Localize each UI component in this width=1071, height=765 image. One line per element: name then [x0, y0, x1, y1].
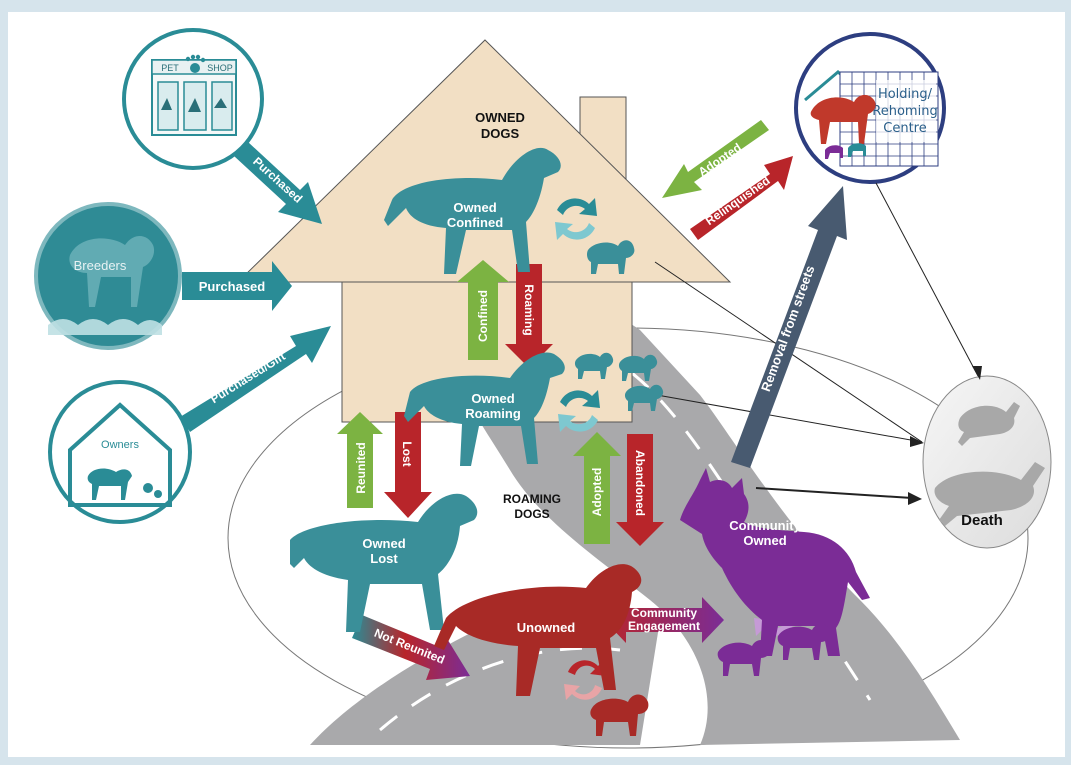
roaming-puppies	[574, 352, 664, 411]
cycle-icon-roaming	[558, 390, 600, 432]
owners-dog-icon	[87, 468, 132, 500]
unowned-dog: Unowned	[434, 564, 642, 696]
arrow-roaming-label: Roaming	[522, 284, 536, 335]
breeders-label: Breeders	[74, 258, 127, 273]
line-arrowhead-2	[972, 366, 982, 380]
breeder-dog-silhouette	[69, 236, 155, 307]
owned-lost-label-line2: Lost	[370, 551, 398, 566]
arrow-roaming: Roaming	[505, 264, 553, 368]
owned-roaming-dog: Owned Roaming	[404, 352, 565, 466]
puppy-confined	[587, 240, 635, 274]
arrow-reunited: Reunited	[337, 412, 383, 508]
community-owned-label-line2: Owned	[743, 533, 786, 548]
arrow-reunited-label: Reunited	[354, 442, 368, 493]
arrow-purchased-breeders-label: Purchased	[199, 279, 266, 294]
owners-source: Owners	[48, 380, 192, 524]
cycle-icon-confined	[555, 198, 597, 240]
shop-sign-right: SHOP	[207, 63, 233, 73]
owners-house-outline	[68, 402, 172, 507]
paw-icon	[185, 54, 206, 73]
owned-confined-label-line1: Owned	[453, 200, 496, 215]
line-arrowhead	[910, 436, 924, 447]
arrow-confined: Confined	[457, 260, 509, 360]
death-node: Death	[922, 375, 1052, 549]
holding-red-dog-icon	[810, 94, 876, 144]
arrow-adopted-roaming-label: Adopted	[590, 468, 604, 517]
cycle-icon-unowned	[564, 660, 606, 700]
owned-confined-dog: Owned Confined	[384, 147, 561, 274]
arrow-community-label-line2: Engagement	[628, 619, 700, 633]
community-owned-dog: Community Owned	[680, 468, 870, 656]
shop-sign-left: PET	[161, 63, 179, 73]
death-label: Death	[961, 512, 1003, 529]
owned-lost-label-line1: Owned	[362, 536, 405, 551]
community-owned-label-line1: Community	[729, 518, 801, 533]
house-title-line1: OWNED	[475, 110, 525, 125]
arrow-purchased-breeders: Purchased	[182, 261, 292, 311]
holding-centre: Holding/ Rehoming Centre	[794, 32, 946, 184]
dead-dog-icon-2	[934, 462, 1045, 526]
unowned-puppy	[590, 694, 649, 736]
arrow-lost-label: Lost	[400, 441, 414, 466]
roaming-title-line1: ROAMING	[503, 492, 561, 506]
holding-label-line3: Centre	[883, 121, 926, 136]
arrow-confined-label: Confined	[476, 290, 490, 342]
owned-lost-dog: Owned Lost	[290, 493, 478, 632]
unowned-label: Unowned	[517, 620, 576, 635]
arrow-lost: Lost	[384, 412, 432, 518]
holding-label-line2: Rehoming	[872, 104, 937, 119]
arrow-adopted-roaming: Adopted	[573, 432, 621, 544]
owned-confined-label-line2: Confined	[447, 215, 503, 230]
arrow-community-label-line1: Community	[631, 606, 697, 620]
owned-roaming-label-line2: Roaming	[465, 406, 521, 421]
arrow-abandoned-label: Abandoned	[633, 450, 647, 516]
breeders-source: Breeders	[34, 202, 182, 350]
community-puppies	[717, 624, 831, 676]
owners-label: Owners	[101, 439, 139, 451]
arrow-abandoned: Abandoned	[616, 434, 664, 546]
community-to-death-line	[755, 487, 922, 505]
roaming-title-line2: DOGS	[514, 507, 549, 521]
pet-shop-source: PET SHOP	[122, 28, 264, 170]
arrow-community-engagement: Community Engagement	[604, 597, 724, 643]
owned-roaming-label-line1: Owned	[471, 391, 514, 406]
dead-dog-icon-1	[958, 402, 1020, 446]
holding-label-line1: Holding/	[878, 87, 933, 102]
house-title-line2: DOGS	[481, 126, 520, 141]
